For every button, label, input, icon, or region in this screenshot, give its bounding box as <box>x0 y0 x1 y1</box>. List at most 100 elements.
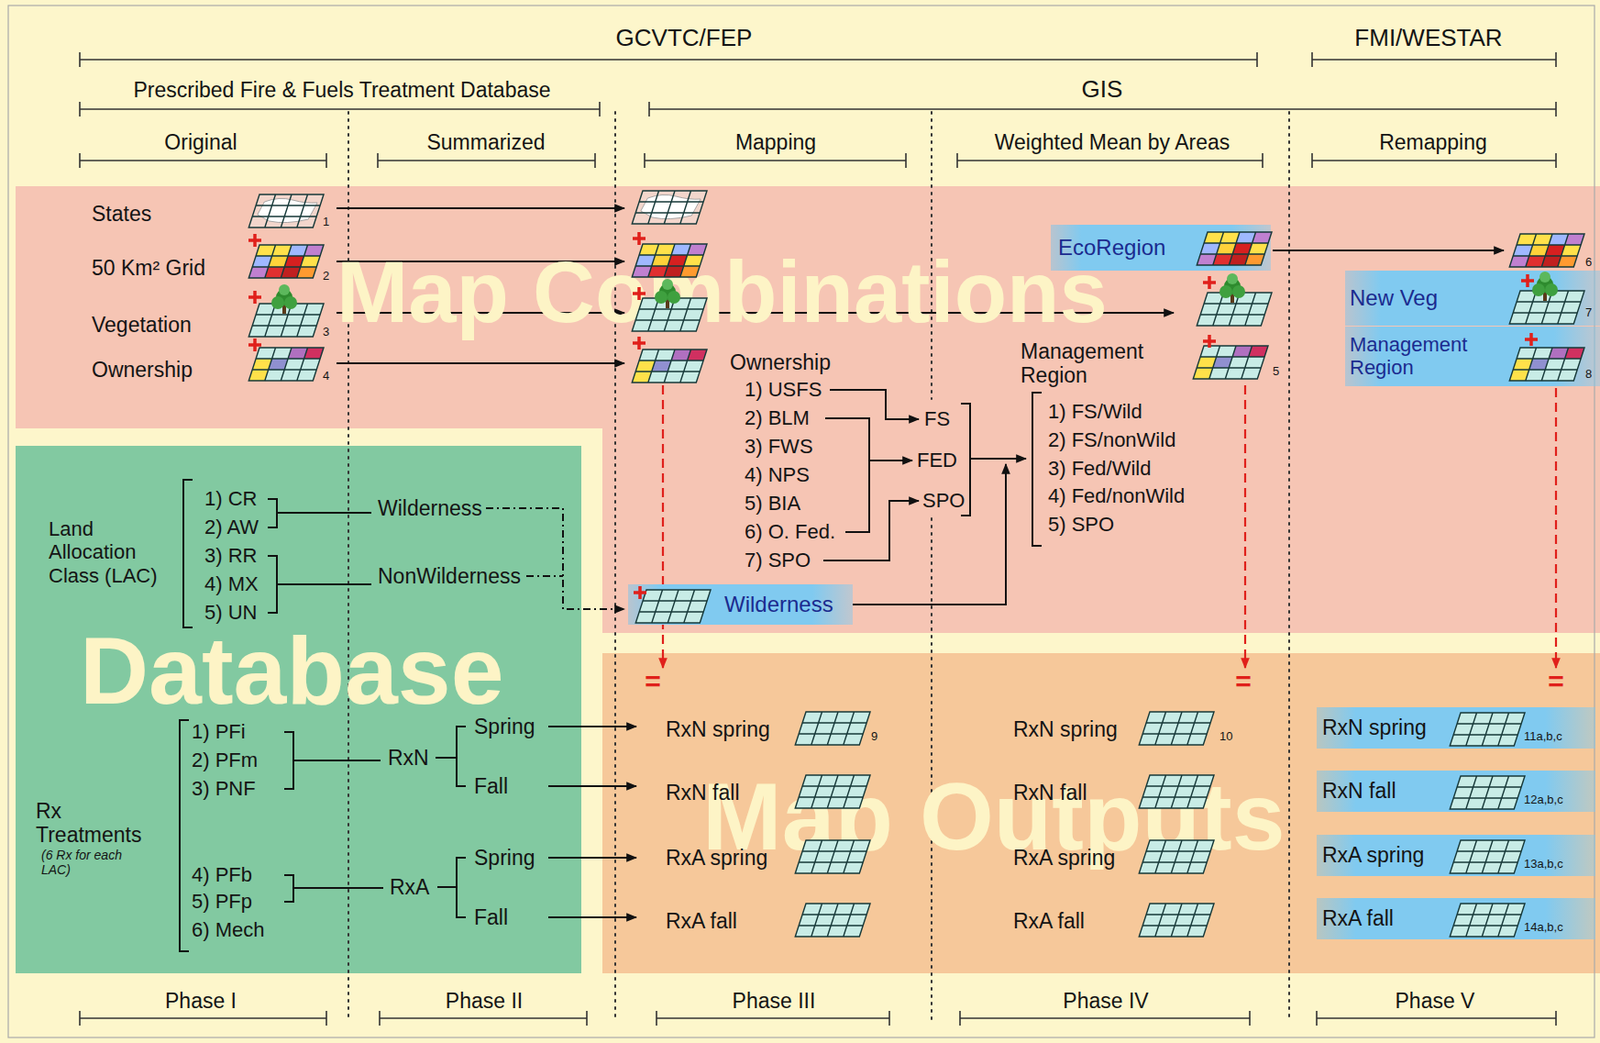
callout-number: 11a,b,c <box>1523 729 1563 744</box>
layer-label: Vegetation <box>91 312 192 337</box>
equals-sign: = <box>644 665 662 698</box>
callout-number: 12a,b,c <box>1523 793 1564 807</box>
header-label: Original <box>164 130 237 155</box>
callout-number: 8 <box>1585 367 1592 382</box>
map-icon <box>1449 903 1525 937</box>
plus-sign <box>632 336 646 350</box>
note-text: (6 Rx for each LAC) <box>41 847 129 877</box>
group-label: Wilderness <box>377 496 483 520</box>
list-item: 2) PFm <box>191 748 258 772</box>
callout-number: 2 <box>322 269 330 284</box>
region-band: Database <box>15 445 582 973</box>
list-item: 3) PNF <box>191 776 256 800</box>
list-item: 1) CR <box>204 486 257 510</box>
box-label: Wilderness <box>724 591 834 618</box>
callout-number: 5 <box>1272 364 1280 379</box>
span-bracket <box>377 153 596 168</box>
plus-sign <box>632 286 646 300</box>
list-item: 3) Fed/Wild <box>1048 456 1151 480</box>
box-label: RxA spring <box>1322 842 1424 867</box>
plus-sign <box>1521 274 1534 287</box>
output-label: RxA spring <box>1013 845 1115 870</box>
span-bracket <box>79 153 327 168</box>
callout-number: 14a,b,c <box>1523 920 1564 935</box>
flow-arrow <box>1272 249 1504 252</box>
list-item: 4) Fed/nonWild <box>1048 484 1185 508</box>
list-item: 2) AW <box>204 515 259 539</box>
list-item: 3) FWS <box>744 434 814 458</box>
plus-sign <box>248 290 262 304</box>
combine-arrow <box>1244 385 1247 668</box>
list-item: 5) BIA <box>744 491 801 515</box>
flow-arrow <box>823 500 919 561</box>
header-label: Weighted Mean by Areas <box>994 130 1231 155</box>
region-band: Map OutputsRxN spring11a,b,cRxN fall12a,… <box>602 652 1600 973</box>
map-icon <box>1509 347 1585 381</box>
span-bracket <box>649 101 1556 117</box>
header-label: FMI/WESTAR <box>1354 24 1502 53</box>
list-item: 2) FS/nonWild <box>1048 428 1176 452</box>
callout-number: 13a,b,c <box>1523 857 1564 872</box>
map-icon <box>1449 839 1525 873</box>
list-item: 3) RR <box>204 543 257 567</box>
span-bracket <box>1312 153 1556 168</box>
plus-sign <box>1202 275 1216 289</box>
output-label: RxA fall <box>665 908 738 933</box>
span-bracket <box>79 101 600 117</box>
dashed-connector <box>526 574 563 577</box>
band-shape <box>15 186 1600 633</box>
group-bracket <box>1032 392 1042 546</box>
map-icon <box>1138 839 1214 873</box>
map-icon <box>1138 774 1214 808</box>
list-item: 4) NPS <box>744 463 810 486</box>
map-icon <box>631 278 707 332</box>
span-bracket <box>379 1010 587 1026</box>
list-item: 1) FS/Wild <box>1048 399 1143 423</box>
list-item: 5) PFp <box>191 889 253 913</box>
group-label: SPO <box>922 488 965 512</box>
group-bracket <box>435 726 466 786</box>
flow-arrow <box>829 389 919 420</box>
flow-arrow <box>852 463 1006 605</box>
list-item: 6) O. Fed. <box>744 519 836 543</box>
list-heading: Ownership <box>729 350 831 375</box>
map-icon <box>248 284 324 337</box>
flow-arrow <box>336 208 1504 917</box>
map-icon <box>1449 775 1525 809</box>
group-label: RxN <box>387 745 430 770</box>
map-icon <box>248 194 324 228</box>
group-label: FS <box>924 407 950 431</box>
map-icon <box>1509 233 1585 267</box>
equals-sign: = <box>1235 665 1252 698</box>
span-bracket <box>79 52 1258 67</box>
output-label: RxA spring <box>665 845 768 870</box>
season-label: Fall <box>474 904 508 929</box>
plus-sign <box>1202 334 1216 348</box>
watermark-text: Map Combinations <box>336 249 1108 336</box>
flow-arrow <box>869 459 913 462</box>
flow-arrow <box>548 784 637 787</box>
flow-arrow <box>336 207 625 210</box>
header-label: Mapping <box>735 130 817 155</box>
map-icon <box>1138 711 1214 745</box>
callout-number: 4 <box>322 369 330 384</box>
flow-arrow <box>548 725 637 728</box>
map-icon <box>631 243 707 277</box>
phase-label: Phase I <box>165 988 237 1013</box>
layer-label: Ownership <box>91 357 193 382</box>
span-bracket <box>79 52 1556 1026</box>
group-label: NonWilderness <box>377 563 521 588</box>
map-icon <box>1138 903 1214 937</box>
map-icon <box>248 347 324 381</box>
season-label: Spring <box>474 845 535 870</box>
map-icon <box>1449 712 1525 746</box>
list-heading: Management Region <box>1020 339 1168 388</box>
header-label: Prescribed Fire & Fuels Treatment Databa… <box>132 77 551 102</box>
season-label: Spring <box>474 714 535 739</box>
map-icon <box>1196 273 1272 326</box>
list-item: 5) SPO <box>1048 512 1115 536</box>
combine-arrow <box>1555 387 1557 668</box>
flow-arrow <box>970 457 1027 460</box>
group-bracket <box>437 857 466 917</box>
header-label: GCVTC/FEP <box>616 24 753 53</box>
